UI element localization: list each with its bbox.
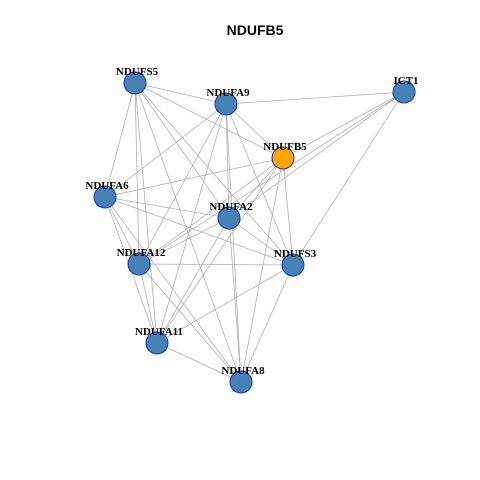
node-label-ndufb5: NDUFB5 — [263, 141, 307, 153]
node-label-ndufa8: NDUFA8 — [221, 365, 265, 377]
edge-ndufs5-ndufa9 — [134, 82, 227, 105]
node-ndufs3 — [281, 253, 305, 277]
edge-ndufa6-ndufa8 — [104, 196, 242, 383]
edge-ndufs3-ndufa11 — [156, 264, 294, 344]
node-ndufa6 — [93, 185, 117, 209]
edge-ndufa6-ndufa2 — [104, 196, 230, 219]
edge-ndufs5-ndufb5 — [134, 82, 284, 159]
node-ndufb5 — [271, 146, 295, 170]
edge-ict1-ndufa2 — [228, 91, 405, 219]
node-label-ndufa9: NDUFA9 — [206, 87, 250, 99]
edge-ndufs5-ndufa12 — [134, 82, 140, 265]
edge-ndufa9-ndufa6 — [104, 103, 227, 198]
edge-ndufa12-ndufa11 — [138, 263, 158, 344]
edge-layer — [104, 82, 405, 383]
edge-ndufa9-ndufa8 — [225, 103, 242, 383]
edge-ndufs5-ndufa2 — [134, 82, 230, 219]
node-label-ndufs3: NDUFS3 — [274, 248, 317, 260]
edge-ndufb5-ndufa8 — [240, 157, 284, 383]
edge-ndufs5-ndufa6 — [104, 82, 136, 198]
node-ict1 — [392, 80, 416, 104]
edge-ndufs3-ndufa8 — [240, 264, 294, 383]
edge-ndufa2-ndufs3 — [228, 217, 294, 266]
node-layer — [93, 71, 416, 394]
edge-ndufa6-ndufa12 — [104, 196, 140, 265]
edge-ndufs5-ndufs3 — [134, 82, 294, 266]
edge-ndufa9-ndufa11 — [156, 103, 227, 344]
node-ndufa9 — [214, 92, 238, 116]
edge-ndufa9-ndufa12 — [138, 103, 227, 265]
edge-ndufa2-ndufa12 — [138, 217, 230, 265]
edge-ict1-ndufa12 — [138, 91, 405, 265]
node-label-ndufs5: NDUFS5 — [116, 66, 159, 78]
edge-ndufa9-ndufb5 — [225, 103, 284, 159]
edge-ndufa2-ndufa11 — [156, 217, 230, 344]
edge-ndufb5-ndufa12 — [138, 157, 284, 265]
node-ndufs5 — [123, 71, 147, 95]
edge-ndufb5-ndufa11 — [156, 157, 284, 344]
edge-ndufb5-ndufa6 — [104, 157, 284, 198]
node-label-ndufa6: NDUFA6 — [85, 180, 129, 192]
edge-ndufa2-ndufa8 — [228, 217, 242, 383]
node-label-ndufa12: NDUFA12 — [117, 247, 166, 259]
node-ndufa11 — [145, 331, 169, 355]
edge-ndufa9-ict1 — [225, 91, 405, 105]
edge-ndufb5-ndufs3 — [282, 157, 294, 266]
edge-ndufa12-ndufs3 — [138, 263, 294, 266]
node-ndufa8 — [229, 370, 253, 394]
edge-ndufb5-ndufa2 — [228, 157, 284, 219]
edge-ict1-ndufb5 — [282, 91, 405, 159]
edge-ndufs5-ndufa11 — [134, 82, 158, 344]
edge-ndufa12-ndufa8 — [138, 263, 242, 383]
edge-ndufa6-ndufs3 — [104, 196, 294, 266]
diagram-title: NDUFB5 — [227, 22, 284, 38]
node-label-ndufa11: NDUFA11 — [135, 326, 183, 338]
edge-ndufa11-ndufa8 — [156, 342, 242, 383]
edge-ict1-ndufs3 — [292, 91, 405, 266]
edge-ndufa9-ndufa2 — [225, 103, 230, 219]
node-ndufa12 — [127, 252, 151, 276]
node-label-ict1: ICT1 — [393, 75, 418, 87]
node-label-ndufa2: NDUFA2 — [209, 201, 253, 213]
node-ndufa2 — [217, 206, 241, 230]
